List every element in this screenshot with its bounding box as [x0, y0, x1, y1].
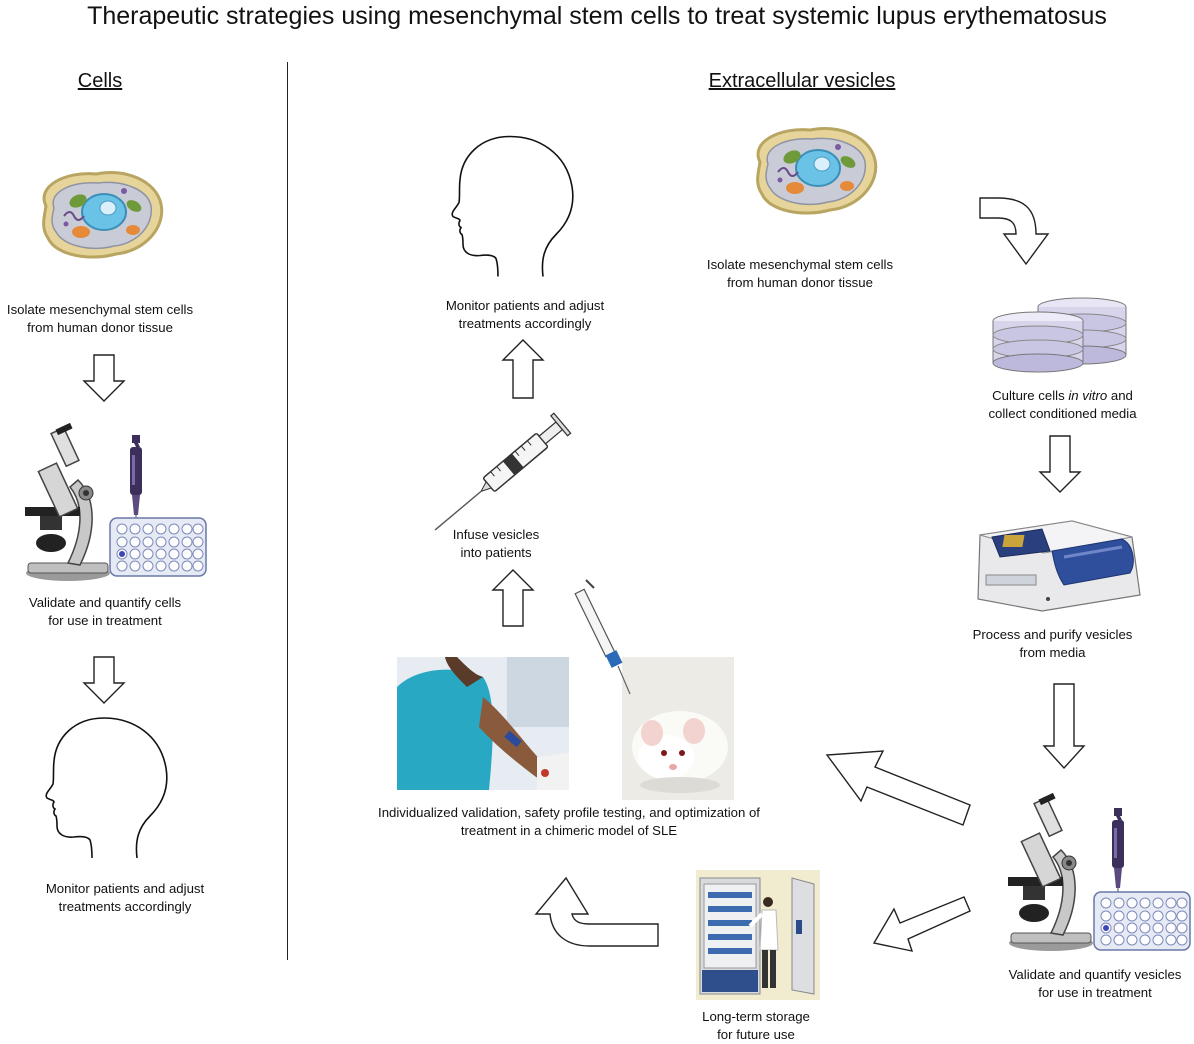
cells-heading: Cells	[77, 70, 123, 92]
ev-validate-label: Validate and quantify vesicles for use i…	[1008, 967, 1182, 1000]
stem-cell-icon	[756, 127, 878, 215]
spectrophotometer-icon	[977, 520, 1141, 612]
down-arrow-icon	[1038, 435, 1082, 493]
patient-head-icon	[45, 717, 168, 859]
freezer-storage-image	[696, 870, 820, 1000]
microscope-icon	[24, 422, 111, 582]
down-arrow-icon	[83, 354, 125, 402]
curved-arrow-icon	[979, 197, 1050, 266]
cells-isolate-label: Isolate mesenchymal stem cells from huma…	[6, 302, 194, 335]
petri-dishes-icon	[992, 297, 1127, 373]
diagonal-arrow-icon	[872, 896, 971, 952]
section-divider	[287, 62, 288, 960]
ev-monitor-label: Monitor patients and adjust treatments a…	[445, 298, 605, 331]
mouse-photo	[622, 657, 734, 800]
down-arrow-icon	[83, 656, 125, 704]
mouse-syringe-icon	[574, 579, 631, 695]
blood-draw-photo	[397, 657, 569, 790]
down-arrow-icon	[1042, 683, 1086, 770]
ev-culture-label: Culture cells in vitro and collect condi…	[988, 388, 1137, 421]
diagonal-arrow-icon	[825, 750, 971, 826]
ev-individualized-label: Individualized validation, safety profil…	[378, 805, 760, 838]
well-plate-icon	[109, 517, 207, 577]
up-arrow-icon	[491, 569, 535, 627]
stem-cell-icon	[42, 171, 164, 259]
ev-process-label: Process and purify vesicles from media	[972, 627, 1133, 660]
microscope-icon	[1007, 792, 1094, 952]
cells-monitor-label: Monitor patients and adjust treatments a…	[45, 881, 205, 914]
cells-validate-label: Validate and quantify cells for use in t…	[28, 595, 182, 628]
diagram-title: Therapeutic strategies using mesenchymal…	[87, 2, 1107, 30]
curved-arrow-icon	[534, 876, 659, 947]
ev-storage-label: Long-term storage for future use	[702, 1009, 810, 1042]
ev-isolate-label: Isolate mesenchymal stem cells from huma…	[706, 257, 894, 290]
ev-infuse-label: Infuse vesicles into patients	[452, 527, 540, 560]
patient-head-icon	[451, 135, 574, 278]
up-arrow-icon	[501, 339, 545, 399]
syringe-icon	[425, 412, 572, 541]
ev-heading: Extracellular vesicles	[708, 70, 896, 92]
well-plate-icon	[1093, 891, 1191, 951]
